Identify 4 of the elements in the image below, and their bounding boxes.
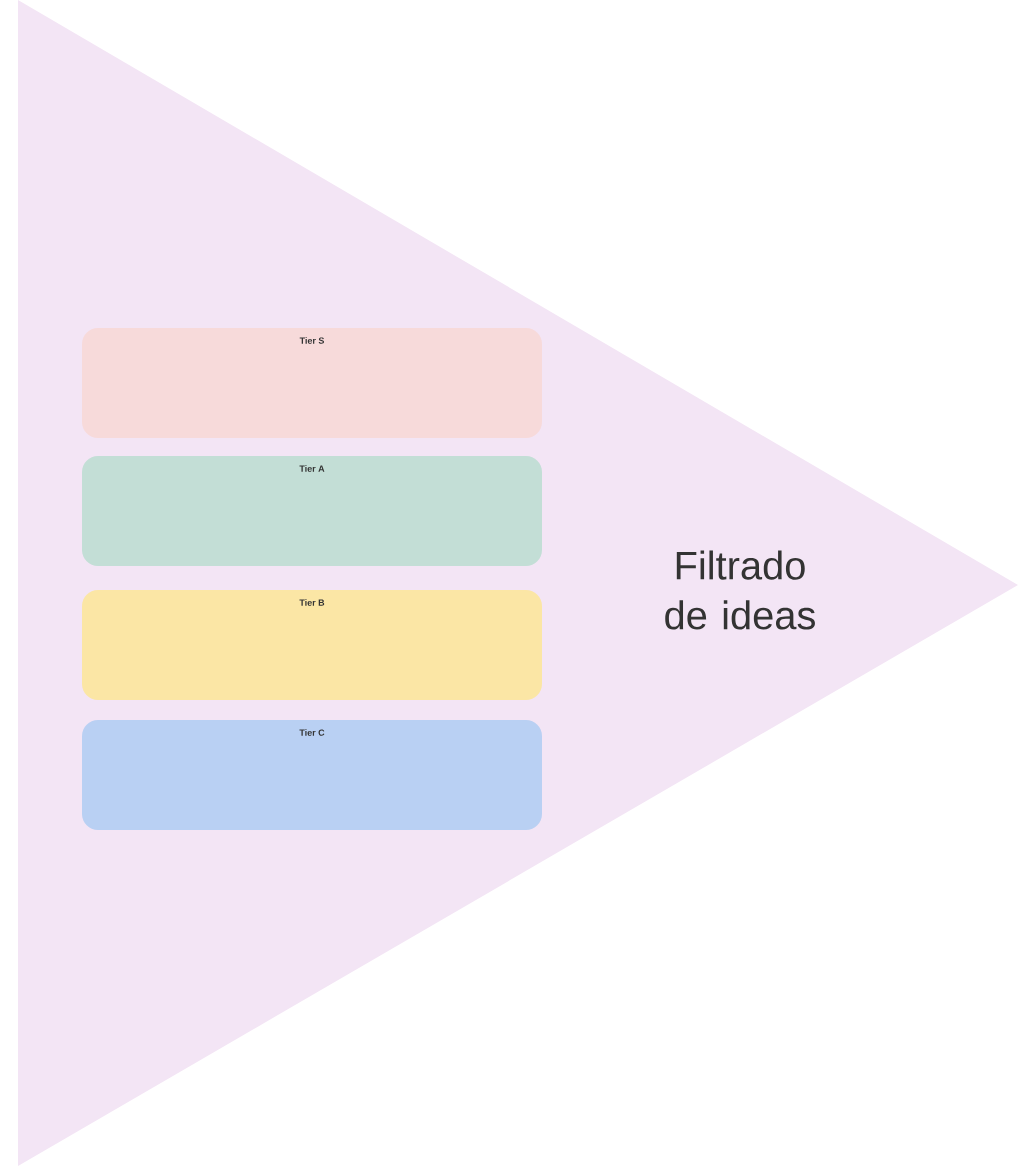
tier-box: Tier B — [82, 590, 542, 700]
tier-box: Tier C — [82, 720, 542, 830]
tier-box: Tier S — [82, 328, 542, 438]
tier-box: Tier A — [82, 456, 542, 566]
